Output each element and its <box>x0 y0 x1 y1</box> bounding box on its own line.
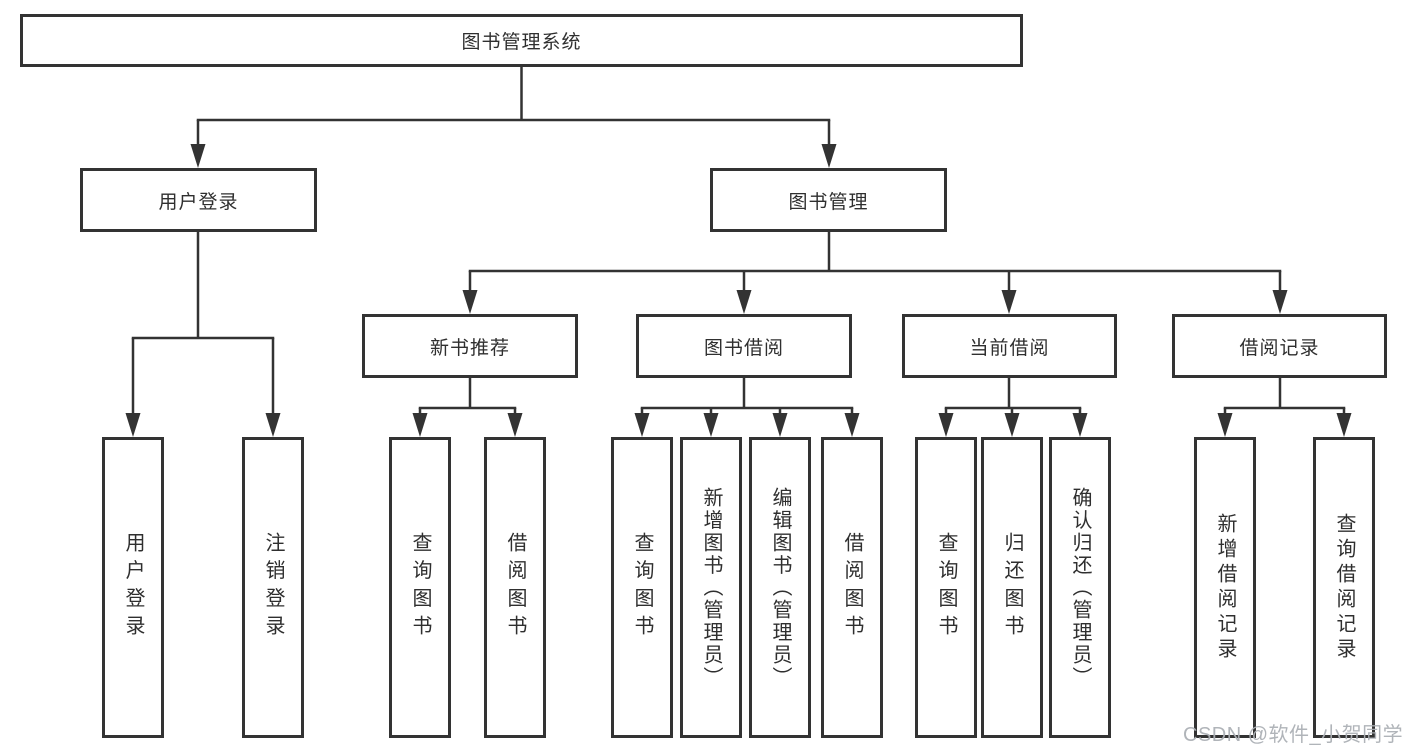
node-root-book-management-system: 图书管理系统 <box>20 14 1023 67</box>
arrowheads <box>125 144 1352 437</box>
node-label: 新增图书（管理员） <box>700 486 722 689</box>
node-label: 注销登录 <box>262 532 284 643</box>
node-label: 查询图书 <box>935 532 957 643</box>
node-label: 编辑图书（管理员） <box>769 486 791 689</box>
leaf-borrow-books: 借阅图书 <box>821 437 883 738</box>
node-label: 查询图书 <box>631 532 653 643</box>
leaf-user-login: 用户登录 <box>102 437 164 738</box>
leaf-query-borrow-record: 查询借阅记录 <box>1313 437 1375 738</box>
leaf-add-books-admin: 新增图书（管理员） <box>680 437 742 738</box>
leaf-query-books-recommendation: 查询图书 <box>389 437 451 738</box>
node-book-management: 图书管理 <box>710 168 947 232</box>
node-label: 借阅图书 <box>504 532 526 643</box>
node-label: 确认归还（管理员） <box>1069 486 1091 689</box>
node-label: 新书推荐 <box>429 337 510 359</box>
leaf-query-books-borrowing: 查询图书 <box>611 437 673 738</box>
leaf-return-books: 归还图书 <box>981 437 1043 738</box>
leaf-confirm-return-admin: 确认归还（管理员） <box>1049 437 1111 738</box>
node-label: 归还图书 <box>1001 532 1023 643</box>
leaf-borrow-books-recommendation: 借阅图书 <box>484 437 546 738</box>
node-label: 图书借阅 <box>703 337 784 359</box>
node-label: 借阅图书 <box>841 532 863 643</box>
node-user-login: 用户登录 <box>80 168 317 232</box>
leaf-edit-books-admin: 编辑图书（管理员） <box>749 437 811 738</box>
leaf-logout: 注销登录 <box>242 437 304 738</box>
node-label: 用户登录 <box>122 532 144 643</box>
node-current-borrowing: 当前借阅 <box>902 314 1117 378</box>
node-label: 当前借阅 <box>969 337 1050 359</box>
csdn-watermark: CSDN @软件_小贺同学 <box>1183 724 1404 746</box>
node-label: 查询借阅记录 <box>1333 512 1355 663</box>
node-borrowing-records: 借阅记录 <box>1172 314 1387 378</box>
node-label: 图书管理系统 <box>461 32 582 53</box>
leaf-query-books-current: 查询图书 <box>915 437 977 738</box>
node-new-book-recommendation: 新书推荐 <box>362 314 578 378</box>
node-label: 用户登录 <box>158 191 239 213</box>
node-label: 查询图书 <box>409 532 431 643</box>
leaf-add-borrow-record: 新增借阅记录 <box>1194 437 1256 738</box>
node-label: 新增借阅记录 <box>1214 512 1236 663</box>
node-book-borrowing: 图书借阅 <box>636 314 852 378</box>
node-label: 借阅记录 <box>1239 337 1320 359</box>
node-label: 图书管理 <box>788 191 869 213</box>
